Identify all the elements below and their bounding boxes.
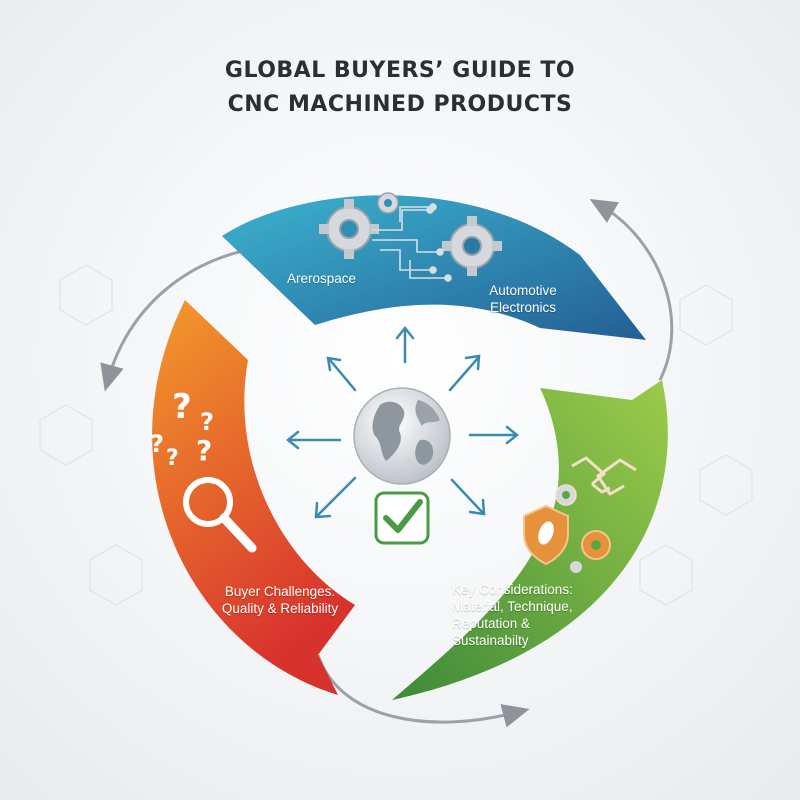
cycle-arrow-bottom — [316, 654, 530, 728]
page-title: CNC MACHINED PRODUCTS — [227, 92, 573, 117]
segment-left-label-line1: Buyer Challenges: — [224, 584, 336, 599]
svg-text:?: ? — [196, 434, 212, 467]
hexagon-background — [39, 264, 753, 606]
segment-right-label-line3: Reputation & — [452, 616, 531, 631]
handshake-icon — [571, 456, 637, 496]
gear-icon — [570, 561, 582, 573]
segment-left — [152, 300, 355, 695]
circuit-icon — [372, 203, 452, 282]
gear-icon — [319, 199, 379, 259]
segment-right-label-line4: Sustainabilty — [452, 633, 529, 648]
segment-right — [392, 380, 668, 700]
svg-text:?: ? — [172, 387, 192, 427]
segment-left-label: Buyer Challenges: Quality & Reliability — [200, 583, 360, 617]
shield-leaf-icon — [523, 504, 569, 566]
segment-top-label-right-line1: Automotive — [489, 283, 557, 298]
segment-right-label: Key Considerations: Material, Technique,… — [452, 581, 582, 649]
question-marks-icon: ? ? ? ? ? — [150, 387, 214, 471]
gear-icon — [581, 530, 611, 560]
checkmark-icon — [374, 491, 430, 545]
gear-icon — [555, 484, 577, 506]
segment-top-label-right: Automotive Electronics — [468, 282, 578, 316]
arrow-icon — [285, 325, 520, 519]
segment-right-label-line1: Key Considerations: — [452, 582, 573, 597]
svg-text:?: ? — [166, 446, 179, 471]
globe-icon — [353, 387, 451, 485]
segment-left-label-line2: Quality & Reliability — [221, 601, 339, 616]
gear-icon — [377, 192, 399, 214]
segment-right-label-line2: Material, Technique, — [452, 599, 573, 614]
segment-top-label-left: Arerospace — [287, 271, 357, 286]
magnifier-icon — [183, 477, 257, 553]
svg-text:?: ? — [200, 408, 214, 436]
cycle-arrow-right — [589, 198, 674, 381]
svg-text:?: ? — [150, 430, 164, 458]
gear-icon — [442, 216, 502, 276]
page-title: GLOBAL BUYERS’ GUIDE TO — [224, 58, 576, 83]
segment-top-label-right-line2: Electronics — [489, 300, 557, 315]
